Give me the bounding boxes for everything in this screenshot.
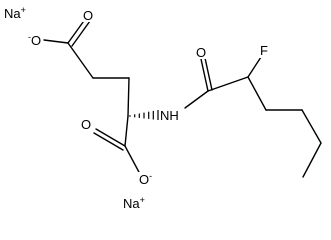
- atom-labels: Na+ O -O O F NH O O- Na+: [4, 5, 269, 211]
- atom-na-bottom: Na+: [123, 195, 145, 211]
- hashed-wedge-bond: [129, 110, 159, 120]
- bond-amide-c-o-double-b: [204, 57, 213, 91]
- atom-o-alpha-anion: O-: [139, 171, 152, 187]
- atom-o-alpha-carbonyl: O: [81, 117, 91, 132]
- bond-amide-c-o-double-a: [200, 58, 209, 92]
- bonds: [43, 17, 322, 178]
- bond-cf-ch2: [247, 76, 267, 111]
- bond-alpha-carboxyl-c-o-double-a: [95, 128, 126, 147]
- atom-o-sidechain-anion: -O: [28, 32, 41, 48]
- bond-sidechain-carboxyl-c-o-double-b: [71, 20, 91, 47]
- bond-butyl-3: [302, 142, 322, 178]
- bond-nh-carbonyl-c: [184, 90, 209, 109]
- atom-na-top: Na+: [4, 5, 26, 21]
- bond-alpha-c-carboxyl-c: [124, 115, 129, 147]
- bond-cf-f: [247, 56, 262, 78]
- bond-ch2-alpha-c: [127, 77, 130, 117]
- bond-alpha-carboxyl-c-ominus: [124, 145, 141, 175]
- atom-o-amide: O: [196, 45, 206, 60]
- atom-f: F: [260, 43, 268, 58]
- bond-butyl-2: [301, 109, 322, 144]
- atom-nh: NH: [160, 108, 179, 123]
- bond-sidechain-carboxyl-c-ominus: [43, 39, 69, 44]
- bond-sidechain-carboxyl-c-o-double-a: [67, 17, 87, 44]
- bond-alpha-carboxyl-c-o-double-b: [93, 132, 124, 151]
- bond-carboxyl-c-ch2: [67, 42, 94, 79]
- atom-o-sidechain-carbonyl: O: [83, 8, 93, 23]
- structure-diagram: Na+ O -O O F NH O O- Na+: [4, 5, 322, 211]
- bond-amide-c-cf: [207, 76, 249, 92]
